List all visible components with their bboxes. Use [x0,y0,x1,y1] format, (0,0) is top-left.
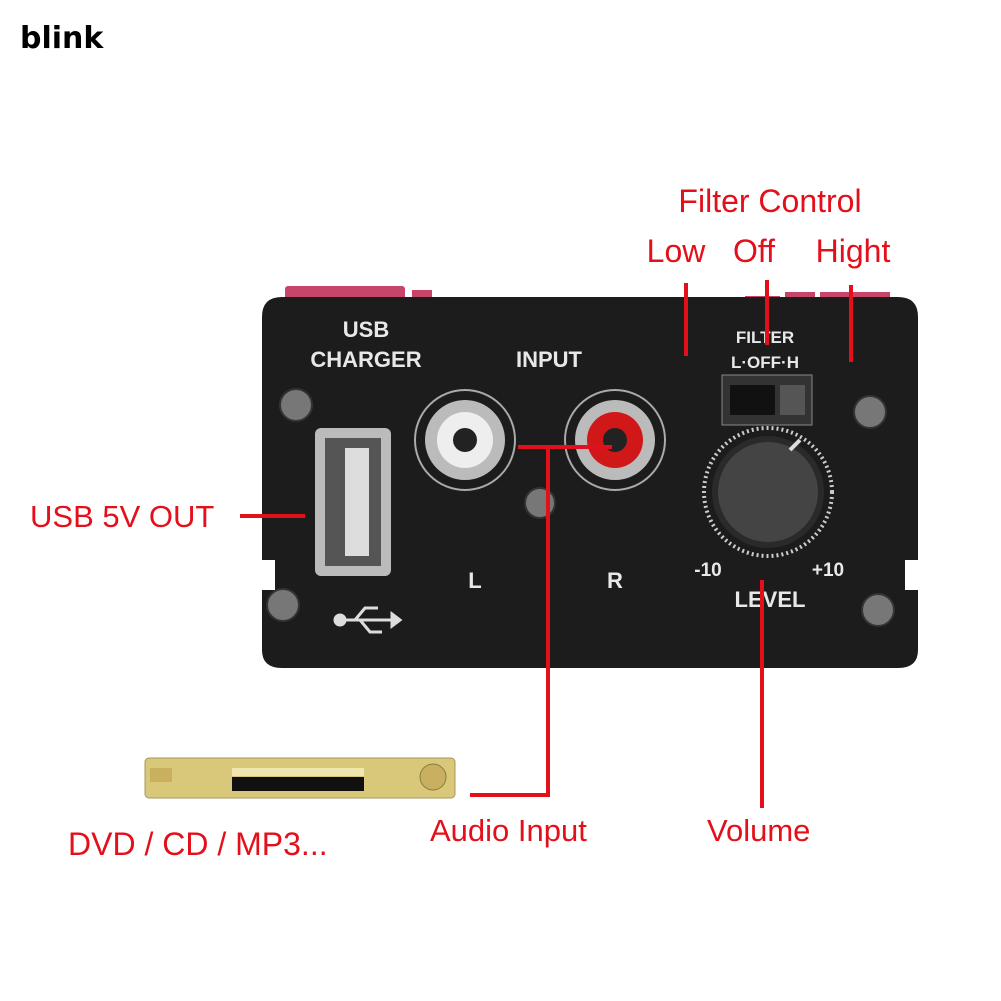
audio-input-annotation: Audio Input [430,813,587,848]
usb-port [315,428,391,576]
right-channel-label: R [607,568,623,593]
rca-jack-left [414,389,516,491]
rca-jack-right [564,389,666,491]
annotation-lines [240,280,853,808]
filter-positions-label: L·OFF·H [731,353,799,372]
filter-switch [721,374,813,426]
level-min-label: -10 [694,560,721,581]
source-devices-annotation: DVD / CD / MP3... [68,826,328,862]
filter-off-annotation: Off [733,233,775,269]
level-label: LEVEL [735,587,806,612]
filter-low-annotation: Low [647,233,707,269]
usb-symbol-icon [333,606,403,634]
filter-high-annotation: Hight [816,233,891,269]
input-label: INPUT [516,347,583,372]
volume-knob [702,426,834,558]
filter-control-annotation: Filter Control [678,183,861,219]
usb-out-annotation: USB 5V OUT [30,499,214,534]
level-max-label: +10 [812,560,844,581]
blink-logo: blink [20,21,104,56]
dvd-player-image [144,757,456,799]
volume-annotation: Volume [707,813,810,848]
charger-label: CHARGER [310,347,421,372]
left-channel-label: L [468,568,481,593]
usb-label: USB [343,317,389,342]
